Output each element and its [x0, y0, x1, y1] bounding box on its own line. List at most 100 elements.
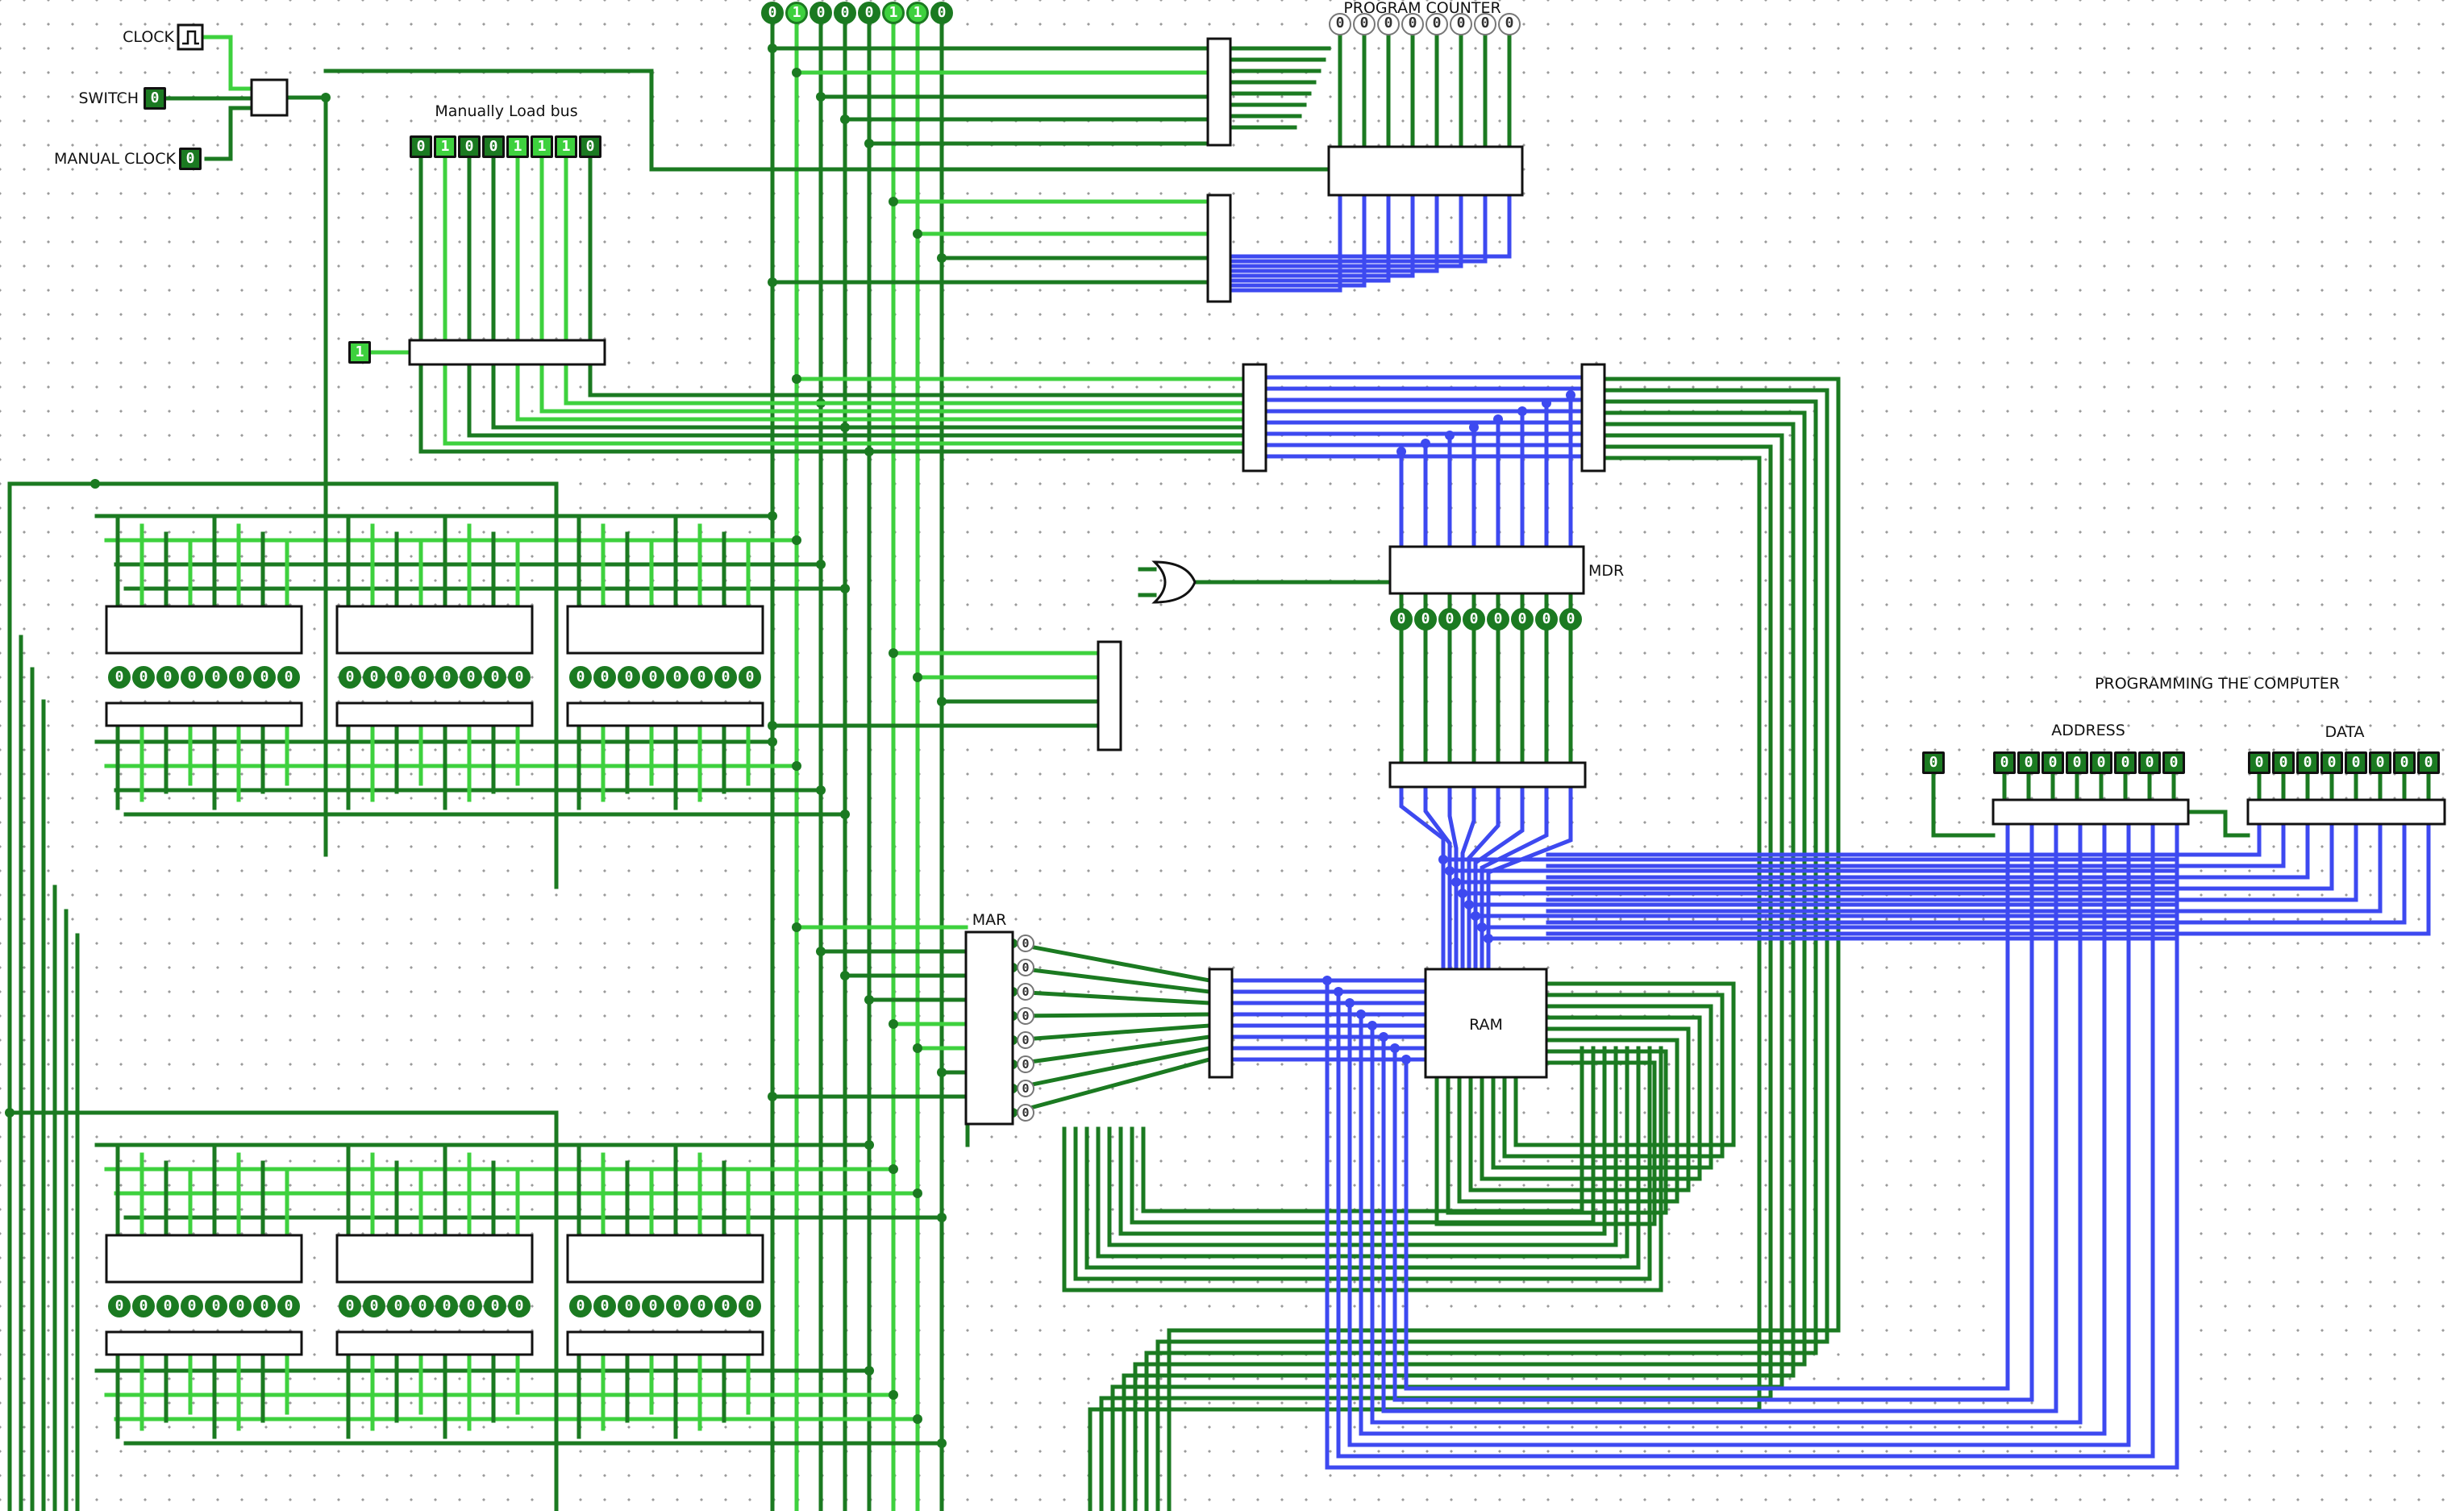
register-2-bit-0[interactable]: 0 — [339, 666, 361, 689]
register-4-bit-6[interactable]: 0 — [253, 1295, 276, 1317]
mar-bit-1[interactable]: 0 — [1017, 959, 1034, 976]
mdr-bit-3[interactable]: 0 — [1463, 608, 1485, 631]
register-6-bit-4[interactable]: 0 — [666, 1295, 689, 1317]
register-1-bit-6[interactable]: 0 — [253, 666, 276, 689]
address-bit-0[interactable]: 0 — [1993, 751, 2016, 774]
bus-bit-4[interactable]: 0 — [858, 2, 880, 24]
address-bit-7[interactable]: 0 — [2162, 751, 2185, 774]
manual-bus-bit-1[interactable]: 1 — [434, 135, 456, 158]
mar-bit-2[interactable]: 0 — [1017, 983, 1034, 1001]
bus-bit-0[interactable]: 0 — [761, 2, 784, 24]
address-bit-6[interactable]: 0 — [2138, 751, 2161, 774]
manual-bus-bit-2[interactable]: 0 — [458, 135, 481, 158]
data-bit-2[interactable]: 0 — [2296, 751, 2319, 774]
register-6-bit-1[interactable]: 0 — [593, 1295, 616, 1317]
mdr-bit-5[interactable]: 0 — [1511, 608, 1534, 631]
pc-bit-5[interactable]: 0 — [1450, 13, 1472, 35]
register-6-bit-0[interactable]: 0 — [569, 1295, 592, 1317]
data-bit-5[interactable]: 0 — [2369, 751, 2391, 774]
register-1-bit-1[interactable]: 0 — [132, 666, 155, 689]
register-4-bit-1[interactable]: 0 — [132, 1295, 155, 1317]
data-bit-3[interactable]: 0 — [2320, 751, 2343, 774]
data-bit-4[interactable]: 0 — [2345, 751, 2367, 774]
data-bit-0[interactable]: 0 — [2248, 751, 2270, 774]
address-bit-5[interactable]: 0 — [2114, 751, 2137, 774]
bus-bit-6[interactable]: 1 — [906, 2, 929, 24]
register-2-bit-3[interactable]: 0 — [411, 666, 434, 689]
register-1-bit-7[interactable]: 0 — [277, 666, 300, 689]
manual-bus-bit-0[interactable]: 0 — [410, 135, 432, 158]
address-bit-1[interactable]: 0 — [2017, 751, 2040, 774]
register-4-bit-4[interactable]: 0 — [205, 1295, 227, 1317]
register-3-bit-2[interactable]: 0 — [618, 666, 640, 689]
mdr-bit-0[interactable]: 0 — [1390, 608, 1413, 631]
pc-bit-6[interactable]: 0 — [1474, 13, 1496, 35]
bus-bit-7[interactable]: 0 — [930, 2, 953, 24]
register-1-bit-4[interactable]: 0 — [205, 666, 227, 689]
register-3-bit-6[interactable]: 0 — [714, 666, 737, 689]
register-4-bit-7[interactable]: 0 — [277, 1295, 300, 1317]
data-bit-6[interactable]: 0 — [2393, 751, 2416, 774]
register-2-bit-4[interactable]: 0 — [435, 666, 458, 689]
register-5-bit-3[interactable]: 0 — [411, 1295, 434, 1317]
register-5-bit-4[interactable]: 0 — [435, 1295, 458, 1317]
mdr-bit-1[interactable]: 0 — [1414, 608, 1437, 631]
pc-bit-7[interactable]: 0 — [1498, 13, 1521, 35]
prog-enable-toggle[interactable]: 0 — [1922, 751, 1945, 774]
register-5-bit-1[interactable]: 0 — [363, 1295, 385, 1317]
clock-icon[interactable] — [177, 23, 204, 51]
register-3-bit-7[interactable]: 0 — [739, 666, 761, 689]
register-4-bit-3[interactable]: 0 — [181, 1295, 203, 1317]
register-3-bit-5[interactable]: 0 — [690, 666, 713, 689]
manual-bus-bit-6[interactable]: 1 — [555, 135, 577, 158]
bus-bit-3[interactable]: 0 — [834, 2, 856, 24]
register-5-bit-7[interactable]: 0 — [508, 1295, 531, 1317]
register-3-bit-1[interactable]: 0 — [593, 666, 616, 689]
pc-bit-1[interactable]: 0 — [1353, 13, 1376, 35]
pc-bit-2[interactable]: 0 — [1377, 13, 1400, 35]
register-3-bit-3[interactable]: 0 — [642, 666, 664, 689]
pc-bit-4[interactable]: 0 — [1426, 13, 1448, 35]
data-bit-7[interactable]: 0 — [2417, 751, 2440, 774]
register-1-bit-0[interactable]: 0 — [108, 666, 131, 689]
register-6-bit-5[interactable]: 0 — [690, 1295, 713, 1317]
mdr-bit-2[interactable]: 0 — [1438, 608, 1461, 631]
mar-bit-7[interactable]: 0 — [1017, 1104, 1034, 1122]
register-4-bit-0[interactable]: 0 — [108, 1295, 131, 1317]
register-3-bit-4[interactable]: 0 — [666, 666, 689, 689]
register-6-bit-2[interactable]: 0 — [618, 1295, 640, 1317]
mdr-bit-4[interactable]: 0 — [1487, 608, 1509, 631]
manual-bus-bit-3[interactable]: 0 — [482, 135, 505, 158]
register-6-bit-7[interactable]: 0 — [739, 1295, 761, 1317]
register-5-bit-6[interactable]: 0 — [484, 1295, 506, 1317]
register-2-bit-1[interactable]: 0 — [363, 666, 385, 689]
mdr-bit-7[interactable]: 0 — [1559, 608, 1582, 631]
register-2-bit-2[interactable]: 0 — [387, 666, 410, 689]
address-bit-2[interactable]: 0 — [2042, 751, 2064, 774]
register-3-bit-0[interactable]: 0 — [569, 666, 592, 689]
mar-bit-6[interactable]: 0 — [1017, 1080, 1034, 1097]
register-1-bit-5[interactable]: 0 — [229, 666, 252, 689]
register-6-bit-3[interactable]: 0 — [642, 1295, 664, 1317]
mar-bit-5[interactable]: 0 — [1017, 1055, 1034, 1073]
register-5-bit-2[interactable]: 0 — [387, 1295, 410, 1317]
register-5-bit-0[interactable]: 0 — [339, 1295, 361, 1317]
address-bit-3[interactable]: 0 — [2066, 751, 2088, 774]
manual-clock-toggle[interactable]: 0 — [179, 148, 202, 170]
pc-bit-3[interactable]: 0 — [1401, 13, 1424, 35]
data-bit-1[interactable]: 0 — [2272, 751, 2295, 774]
mar-bit-4[interactable]: 0 — [1017, 1031, 1034, 1049]
switch-toggle[interactable]: 0 — [144, 87, 166, 110]
manual-bus-bit-5[interactable]: 1 — [531, 135, 553, 158]
bus-bit-5[interactable]: 1 — [882, 2, 905, 24]
mdr-bit-6[interactable]: 0 — [1535, 608, 1558, 631]
register-4-bit-5[interactable]: 0 — [229, 1295, 252, 1317]
manual-bus-bit-4[interactable]: 1 — [506, 135, 529, 158]
bus-bit-2[interactable]: 0 — [810, 2, 832, 24]
bus-bit-1[interactable]: 1 — [785, 2, 808, 24]
pc-bit-0[interactable]: 0 — [1329, 13, 1351, 35]
register-1-bit-3[interactable]: 0 — [181, 666, 203, 689]
register-6-bit-6[interactable]: 0 — [714, 1295, 737, 1317]
register-2-bit-6[interactable]: 0 — [484, 666, 506, 689]
